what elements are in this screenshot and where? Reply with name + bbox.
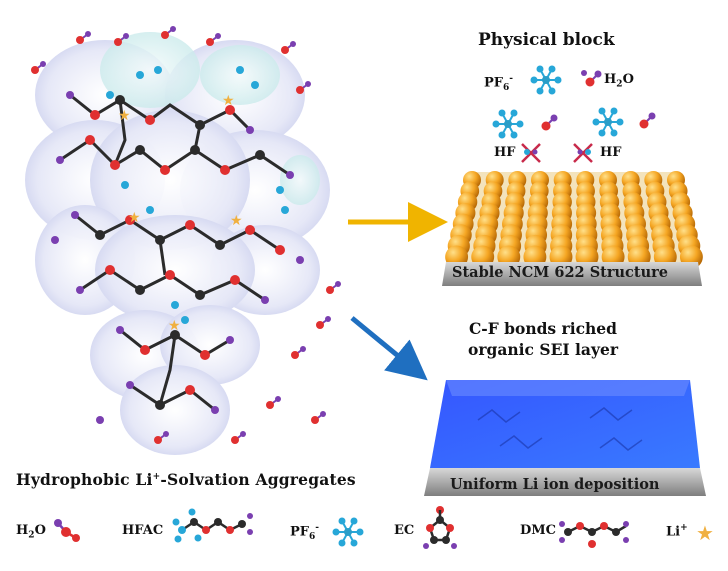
h2o-label-top: H2O (604, 72, 634, 90)
fluorine-atoms (106, 66, 289, 324)
hf-label-left: HF (494, 145, 516, 160)
legend-dmc-icon (559, 521, 629, 548)
legend-ec-label: EC (394, 523, 415, 538)
hf-label-right: HF (600, 145, 622, 160)
h2o-molecule-left (541, 114, 558, 131)
pf6-label-top: PF6- (484, 74, 514, 93)
legend-hfac-icon (172, 508, 253, 543)
ncm-structure-label: Stable NCM 622 Structure (452, 264, 668, 281)
carbon-atoms (95, 95, 265, 410)
pf6-molecule-right (592, 107, 624, 137)
svg-text:★: ★ (128, 210, 141, 226)
sei-deposition-label: Uniform Li ion deposition (450, 476, 660, 493)
li-ion-stars: ★ ★ ★ ★ ★ (118, 93, 243, 334)
legend-hfac-label: HFAC (122, 523, 164, 538)
h2o-molecule-right (639, 112, 656, 129)
hf-molecule-right (577, 149, 591, 155)
blocked-cross-right (573, 143, 593, 163)
blocked-cross-left (521, 143, 541, 163)
hydrogen-atoms (51, 91, 304, 424)
physical-block-title: Physical block (478, 30, 615, 50)
svg-text:★: ★ (222, 93, 235, 109)
h2o-molecule-top (581, 70, 602, 87)
aggregates-title: Hydrophobic Li+-Solvation Aggregates (16, 470, 356, 489)
oxygen-atoms (85, 105, 285, 395)
legend-pf6-icon (332, 517, 364, 547)
svg-text:★: ★ (230, 213, 243, 229)
arrow-to-sei (350, 316, 428, 381)
svg-text:★: ★ (168, 318, 181, 334)
legend-ec-icon (423, 506, 457, 549)
pf6-molecule-top (530, 65, 562, 95)
ncm-structure (442, 171, 703, 286)
legend-h2o-label: H2O (16, 523, 46, 541)
legend-dmc-label: DMC (520, 523, 557, 538)
legend-h2o-icon (54, 519, 80, 542)
sei-title: C-F bonds riched organic SEI layer (468, 319, 618, 359)
svg-text:★: ★ (118, 108, 131, 124)
sei-layer (424, 380, 706, 496)
water-molecules (31, 26, 341, 444)
pf6-molecule-left (492, 109, 524, 139)
hf-molecule-left (524, 149, 538, 155)
legend-li-star-icon: ★ (696, 521, 714, 545)
legend-pf6-label: PF6- (290, 523, 320, 542)
legend-li-label: Li+ (666, 523, 688, 540)
